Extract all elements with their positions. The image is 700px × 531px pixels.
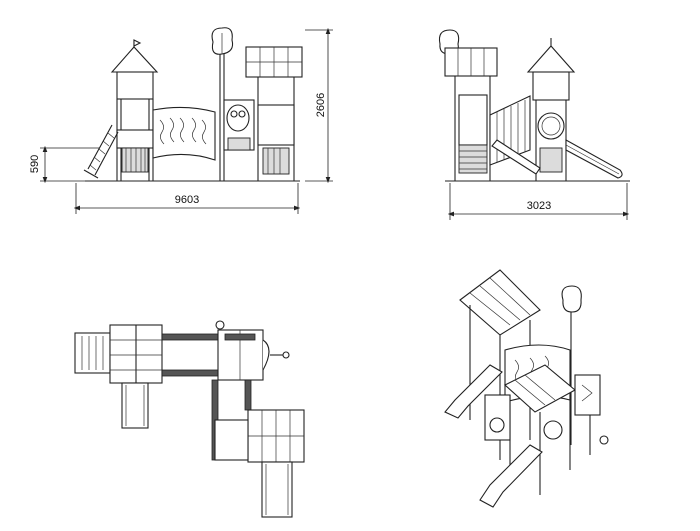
front-center-panel — [223, 99, 255, 151]
dim-side-width: 3023 — [447, 183, 630, 220]
iso-slide-front — [479, 444, 543, 508]
side-slide — [565, 139, 623, 179]
front-right-tower — [245, 46, 303, 181]
dim-side-width-label: 3023 — [527, 200, 551, 212]
top-bridge-horizontal — [161, 333, 219, 377]
front-ladder — [83, 124, 119, 179]
top-view — [74, 320, 305, 518]
dim-platform-label: 590 — [29, 155, 41, 173]
front-left-tower — [110, 39, 159, 181]
dim-height: 2606 — [305, 27, 333, 184]
side-slide-inner — [491, 139, 541, 175]
top-fence-block — [214, 419, 249, 461]
front-bridge — [152, 106, 216, 161]
side-right-tower — [526, 38, 576, 181]
top-center-tower — [215, 320, 290, 381]
iso-view — [444, 269, 609, 508]
top-ladder — [74, 332, 111, 374]
iso-front-tower — [484, 364, 576, 495]
front-view: 2606 590 9603 — [29, 27, 333, 214]
iso-slide-left — [444, 364, 503, 419]
side-left-tower — [438, 29, 498, 181]
top-left-roof — [109, 324, 163, 384]
top-right-roof — [247, 409, 305, 463]
top-slide-right — [261, 461, 293, 518]
iso-tree-post — [561, 285, 582, 445]
dim-platform: 590 — [29, 145, 100, 184]
side-view: 3023 — [438, 29, 630, 220]
iso-side-panel — [574, 374, 601, 416]
dim-front-width: 9603 — [73, 183, 301, 214]
dim-height-label: 2606 — [315, 93, 327, 117]
dim-front-width-label: 9603 — [175, 194, 199, 206]
